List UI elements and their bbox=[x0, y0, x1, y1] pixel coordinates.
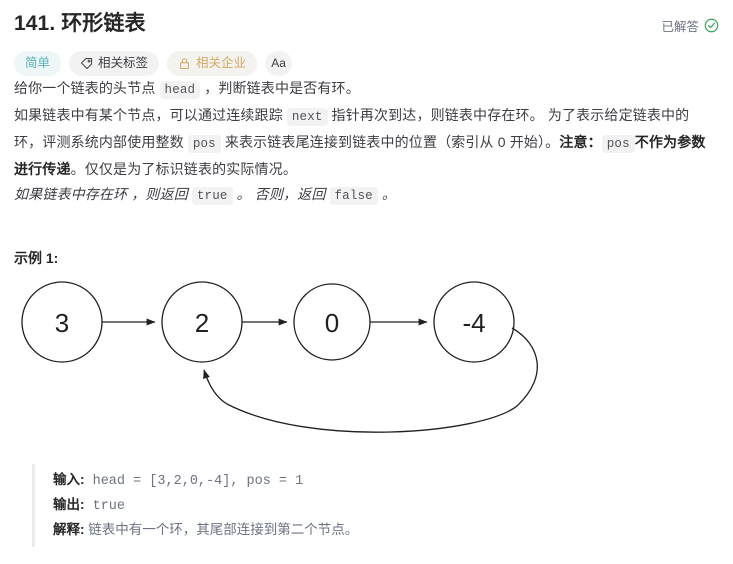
example-input-line: 输入: head = [3,2,0,-4], pos = 1 bbox=[53, 468, 721, 493]
p3-seg1: 如果链表中存在环 ，则返回 bbox=[14, 186, 192, 202]
p2-seg3: 来表示链表尾连接到链表中的位置（索引从 0 开始）。 bbox=[220, 134, 560, 150]
description-paragraph-2: 如果链表中有某个节点，可以通过连续跟踪 next 指针再次到达，则链表中存在环。… bbox=[14, 103, 717, 182]
example-explain-label: 解释: bbox=[53, 522, 85, 537]
p1-seg2: ，判断链表中是否有环。 bbox=[200, 80, 360, 96]
example-explain-line: 解释: 链表中有一个环，其尾部连接到第二个节点。 bbox=[53, 518, 721, 543]
p2-note-label: 注意： bbox=[559, 134, 602, 150]
description-paragraph-1: 给你一个链表的头节点 head ，判断链表中是否有环。 bbox=[14, 76, 717, 103]
p1-seg1: 给你一个链表的头节点 bbox=[14, 80, 160, 96]
node-2-label: 2 bbox=[195, 308, 209, 338]
problem-header: 141. 环形链表 已解答 bbox=[12, 0, 721, 38]
node-0-label: 0 bbox=[325, 308, 339, 338]
inline-code-head: head bbox=[159, 81, 201, 99]
example-input-value: head = [3,2,0,-4], pos = 1 bbox=[84, 474, 304, 489]
node-minus-4: -4 bbox=[433, 281, 515, 363]
p2-note-emphasis: 不作为参数进行传递 bbox=[14, 134, 706, 177]
node-3: 3 bbox=[21, 281, 103, 363]
p2-seg1: 如果链表中有某个节点，可以通过连续跟踪 bbox=[14, 107, 287, 123]
inline-code-next: next bbox=[286, 108, 328, 126]
node-minus-4-label: -4 bbox=[462, 308, 485, 338]
related-topics-chip[interactable]: 相关标签 bbox=[69, 51, 160, 76]
page-title: 141. 环形链表 bbox=[14, 12, 146, 35]
node-0: 0 bbox=[293, 283, 371, 361]
inline-code-false: false bbox=[329, 187, 378, 205]
inline-code-pos-2: pos bbox=[601, 135, 635, 153]
tag-row: 简单 相关标签 相关企业 Aa bbox=[12, 51, 721, 76]
example-output-value: true bbox=[84, 499, 126, 514]
tag-icon bbox=[80, 57, 93, 70]
lock-icon bbox=[178, 57, 191, 70]
example-output-line: 输出: true bbox=[53, 493, 721, 518]
p2-seg4: 。仅仅是为了标识链表的实际情况。 bbox=[70, 161, 298, 177]
related-companies-label: 相关企业 bbox=[196, 56, 247, 70]
related-companies-chip[interactable]: 相关企业 bbox=[167, 51, 258, 76]
node-2: 2 bbox=[161, 281, 243, 363]
p3-seg2: 。 否则，返回 bbox=[232, 186, 330, 202]
inline-code-pos-1: pos bbox=[187, 135, 221, 153]
status-badge: 已解答 bbox=[661, 10, 721, 35]
font-size-icon[interactable]: Aa bbox=[265, 51, 293, 76]
font-size-label: Aa bbox=[271, 56, 286, 70]
inline-code-true: true bbox=[191, 187, 233, 205]
example-block: 输入: head = [3,2,0,-4], pos = 1 输出: true … bbox=[32, 464, 721, 547]
example-output-label: 输出: bbox=[53, 497, 85, 512]
solved-label: 已解答 bbox=[661, 20, 699, 34]
node-3-label: 3 bbox=[55, 308, 69, 338]
problem-description: 给你一个链表的头节点 head ，判断链表中是否有环。 如果链表中有某个节点，可… bbox=[12, 76, 721, 209]
p2-seg2: 指针再次到达，则链表中存在环。 为了表示给定链表中的环，评测系统内部使用整数 bbox=[14, 107, 690, 150]
edge-cycle-minus-4-to-2 bbox=[203, 327, 538, 433]
difficulty-label: 简单 bbox=[25, 56, 51, 70]
check-circle-icon bbox=[704, 18, 719, 33]
p3-seg3: 。 bbox=[377, 186, 396, 202]
example-explain-value: 链表中有一个环，其尾部连接到第二个节点。 bbox=[84, 522, 359, 537]
example-input-label: 输入: bbox=[53, 472, 85, 487]
description-paragraph-3: 如果链表中存在环 ，则返回 true 。 否则，返回 false 。 bbox=[14, 182, 717, 209]
example-heading: 示例 1: bbox=[14, 250, 59, 266]
example-diagram-wrap: 3 2 0 -4 bbox=[12, 276, 721, 448]
related-topics-label: 相关标签 bbox=[98, 56, 149, 70]
circular-linked-list-diagram: 3 2 0 -4 bbox=[21, 281, 538, 433]
difficulty-chip[interactable]: 简单 bbox=[14, 51, 62, 76]
